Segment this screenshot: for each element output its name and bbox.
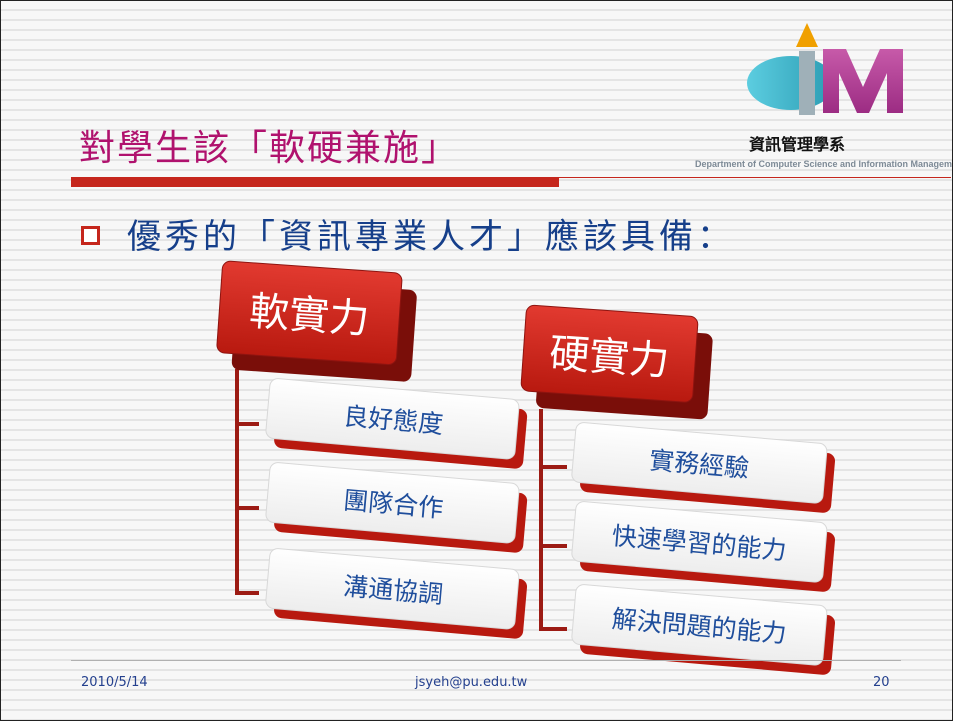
logo-department-name: 資訊管理學系 [749, 135, 846, 154]
department-logo [747, 23, 903, 115]
logo-triangle-shape [796, 23, 818, 47]
hard-item-box-3: 解決問題的能力 [571, 584, 836, 675]
soft-heading-box: 軟實力 [216, 260, 417, 382]
soft-skill-connectors [235, 369, 259, 595]
bullet-square-icon [81, 226, 100, 245]
footer-page-number: 20 [873, 675, 890, 690]
soft-item-box-1: 良好態度 [265, 378, 528, 469]
bullet-text: 優秀的「資訊專業人才」應該具備： [127, 217, 735, 257]
soft-item-box-2: 團隊合作 [265, 462, 528, 553]
hard-item-box-1: 實務經驗 [571, 422, 836, 513]
hard-heading-label: 硬實力 [548, 331, 671, 385]
logo-letter-i [799, 51, 815, 115]
footer-divider [71, 660, 901, 661]
logo-letter-m [823, 49, 903, 113]
footer-date: 2010/5/14 [81, 675, 148, 690]
title-accent-bar [71, 177, 559, 187]
hard-heading-box: 硬實力 [520, 304, 713, 420]
soft-item-box-3: 溝通協調 [265, 548, 528, 639]
footer-email: jsyeh@pu.edu.tw [415, 675, 528, 690]
logo-department-subtitle: Department of Computer Science and Infor… [695, 159, 953, 169]
hard-item-box-2: 快速學習的能力 [571, 501, 836, 592]
slide-title: 對學生該「軟硬兼施」 [79, 128, 460, 169]
soft-heading-label: 軟實力 [248, 289, 371, 343]
hard-skill-connectors [539, 409, 567, 631]
